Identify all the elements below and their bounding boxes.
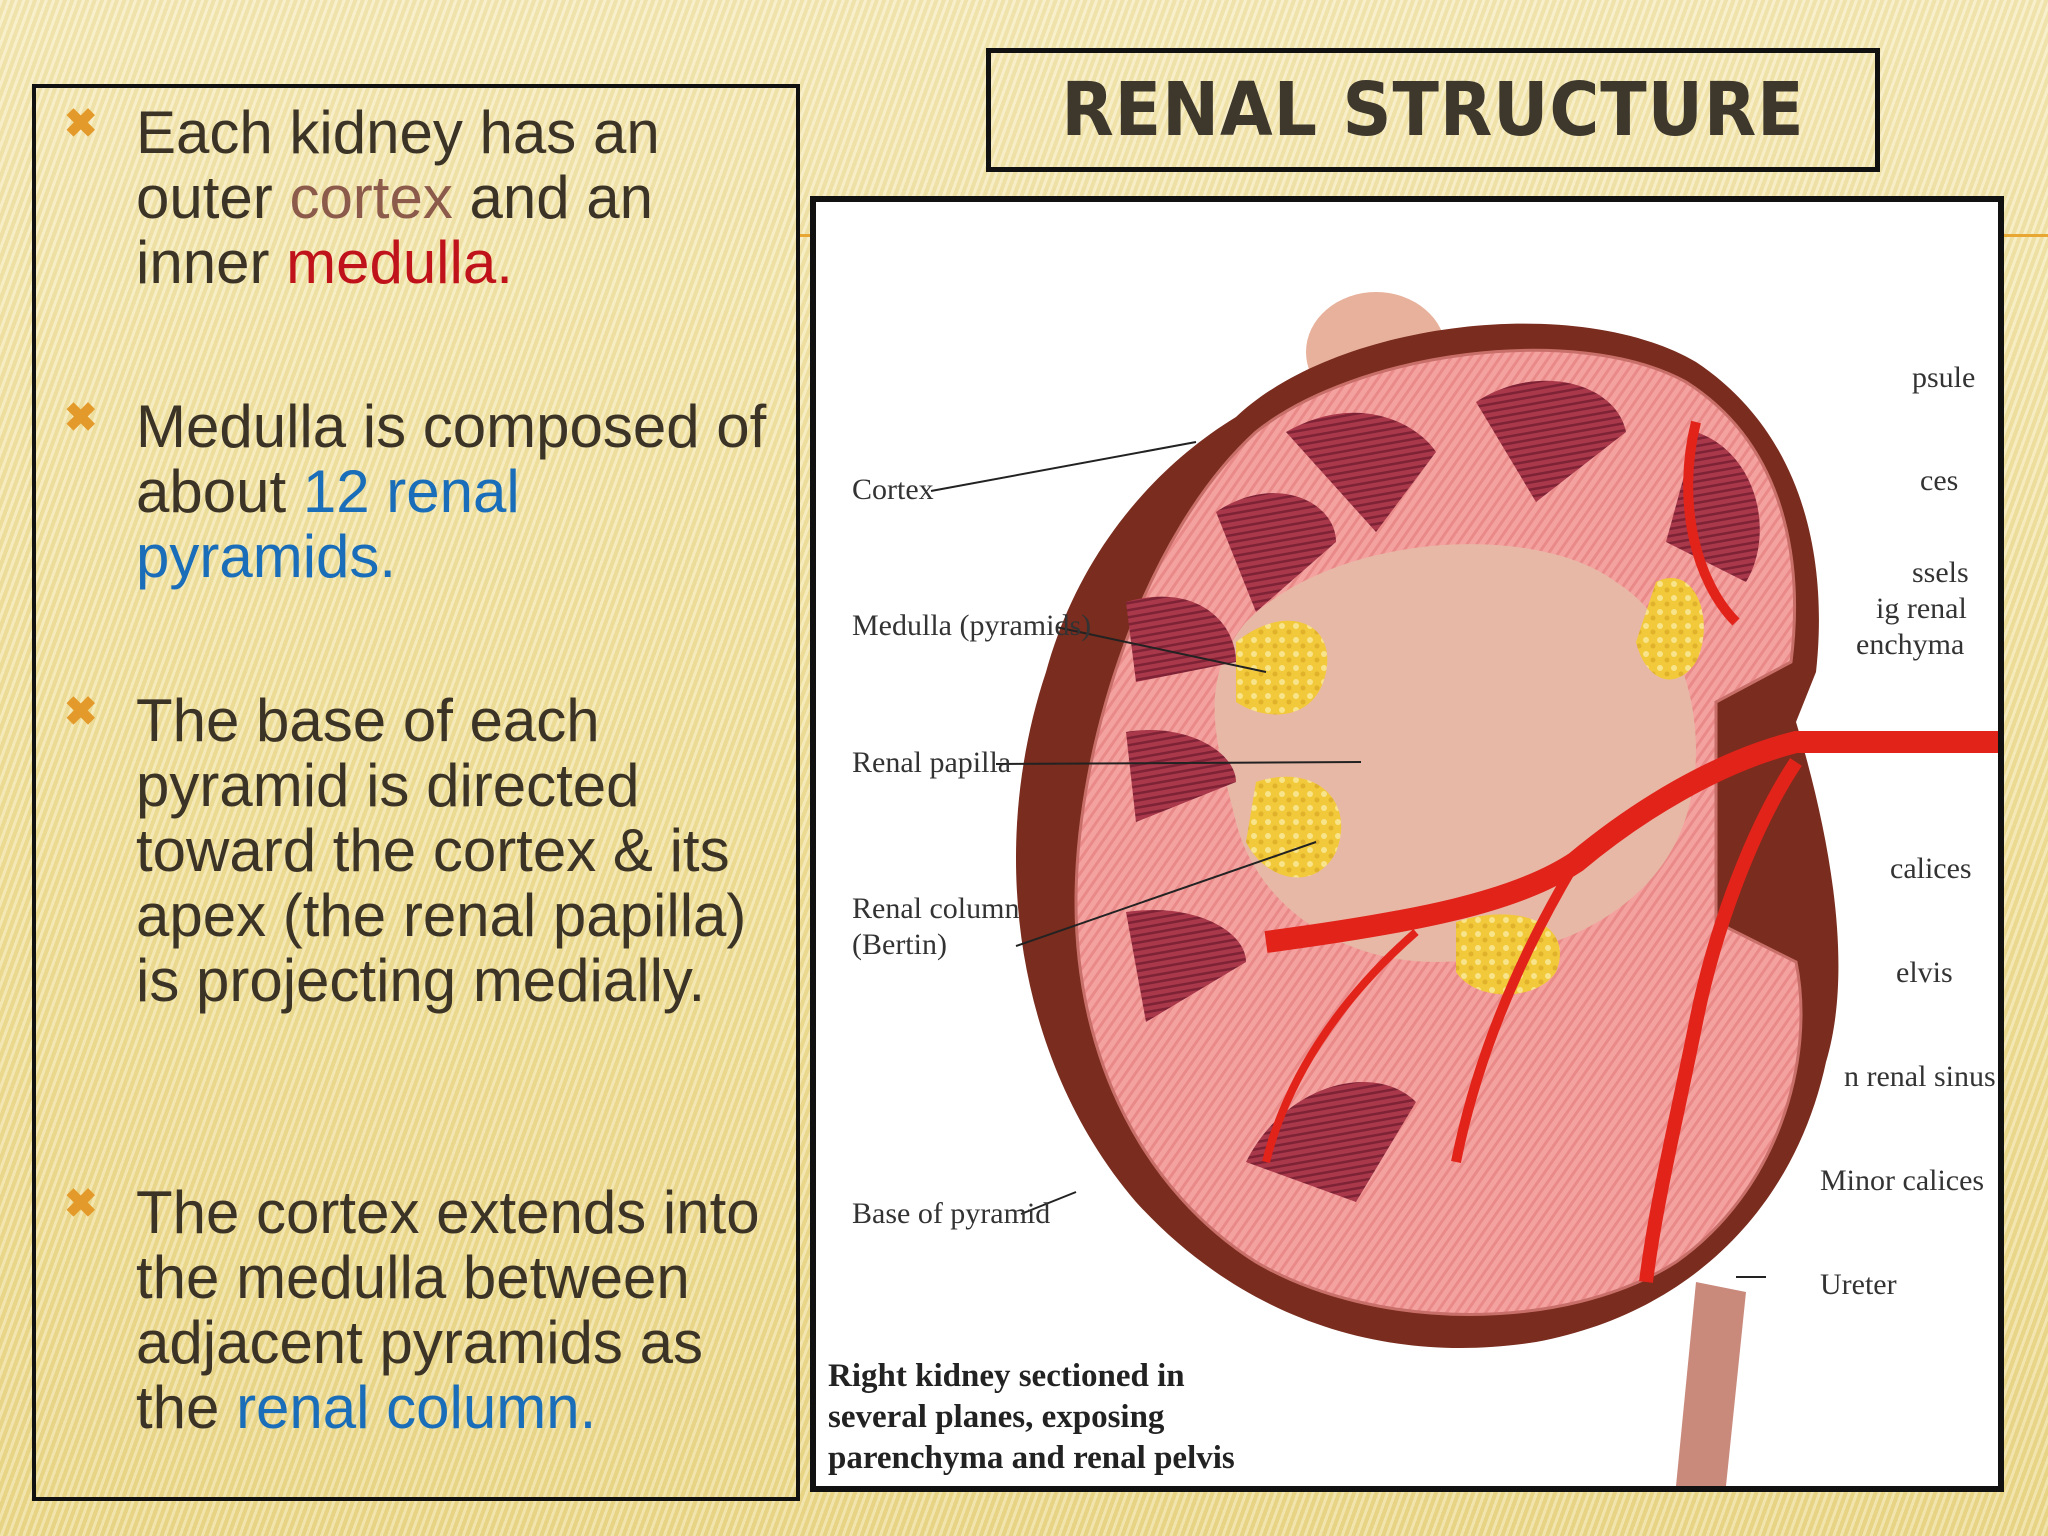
label-cortex: Cortex bbox=[852, 473, 934, 506]
label-ureter: Ureter bbox=[1820, 1268, 1897, 1301]
kidney-outer bbox=[1016, 292, 1998, 1486]
label-medulla: Medulla (pyramids) bbox=[852, 609, 1091, 642]
highlighted-term: cortex bbox=[289, 164, 453, 231]
label-calices: calices bbox=[1890, 852, 1972, 885]
label-bertin: (Bertin) bbox=[852, 928, 947, 961]
bullet-text-box: ✖ Each kidney has an outer cortex and an… bbox=[32, 84, 800, 1501]
label-leader-lines bbox=[930, 441, 1766, 1278]
label-base: Base of pyramid bbox=[852, 1197, 1050, 1230]
label-capsule: psule bbox=[1912, 361, 1975, 394]
bullet-text: The base of each pyramid is directed tow… bbox=[136, 687, 747, 1014]
label-pelvis: elvis bbox=[1896, 956, 1953, 989]
label-papilla: Renal papilla bbox=[852, 746, 1011, 779]
page-title: RENAL STRUCTURE bbox=[1061, 67, 1805, 153]
label-column: Renal column bbox=[852, 892, 1019, 925]
x-bullet-icon: ✖ bbox=[64, 396, 98, 440]
highlighted-term: 12 renal pyramids. bbox=[136, 458, 520, 590]
figure-caption-2: several planes, exposing bbox=[828, 1399, 1165, 1435]
kidney-illustration: Cortex Medulla (pyramids) Renal papilla … bbox=[828, 292, 1998, 1486]
label-vessels-2: ig renal bbox=[1876, 592, 1967, 625]
label-vessels-3: enchyma bbox=[1856, 628, 1964, 661]
label-sinus: n renal sinus bbox=[1844, 1060, 1996, 1093]
label-minor-calices: Minor calices bbox=[1820, 1164, 1984, 1197]
bullet-text: The cortex extends into the medulla betw… bbox=[136, 1179, 760, 1441]
highlighted-term: renal column. bbox=[236, 1374, 597, 1441]
figure-caption-3: parenchyma and renal pelvis bbox=[828, 1440, 1235, 1476]
highlighted-term: medulla. bbox=[286, 229, 513, 296]
x-bullet-icon: ✖ bbox=[64, 102, 98, 146]
kidney-figure: Cortex Medulla (pyramids) Renal papilla … bbox=[810, 196, 2004, 1492]
figure-caption-1: Right kidney sectioned in bbox=[828, 1358, 1185, 1394]
bullet-text: Medulla is composed of about 12 renal py… bbox=[136, 393, 767, 590]
x-bullet-icon: ✖ bbox=[64, 690, 98, 734]
label-vessels-1: ssels bbox=[1912, 556, 1969, 589]
title-box: RENAL STRUCTURE bbox=[986, 48, 1880, 172]
label-ces: ces bbox=[1920, 464, 1958, 497]
x-bullet-icon: ✖ bbox=[64, 1182, 98, 1226]
bullet-text: Each kidney has an outer cortex and an i… bbox=[136, 99, 660, 296]
